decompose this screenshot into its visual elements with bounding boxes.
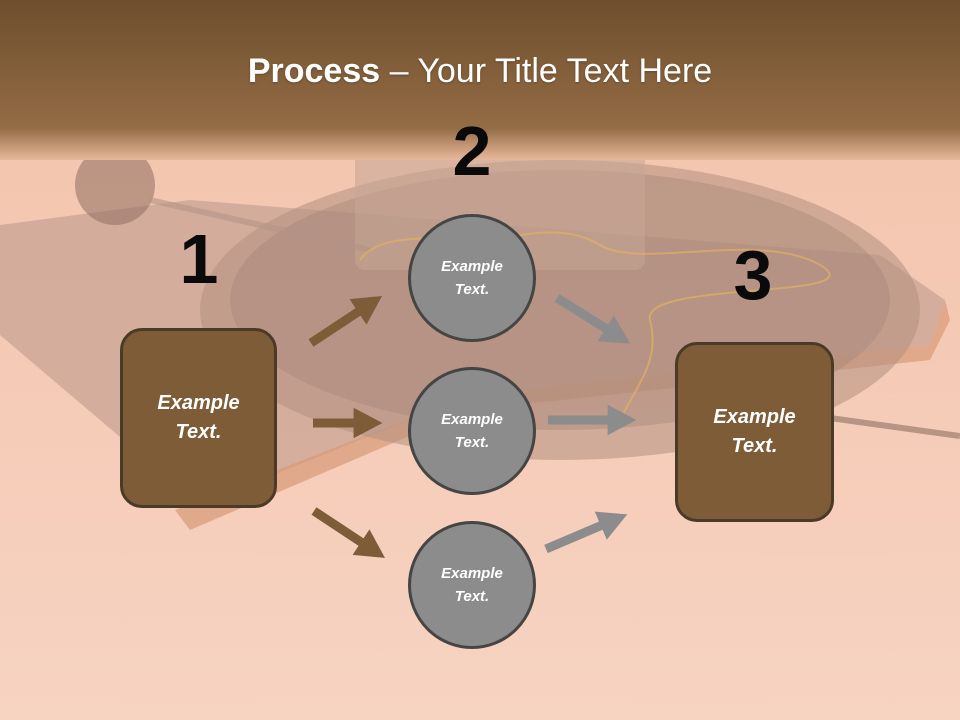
circle-middle-line1: Example <box>441 411 503 428</box>
step-1-text-line1: Example <box>157 392 240 414</box>
step-number-3: 3 <box>733 236 773 314</box>
circle-bottom-line2: Text. <box>454 588 490 605</box>
step-3-box: Example Text. <box>675 342 834 522</box>
circle-top-line1: Example <box>441 258 503 275</box>
step-number-1: 1 <box>179 220 219 298</box>
step-2-circle-bottom: Example Text. <box>408 521 536 649</box>
circle-bottom-line1: Example <box>441 565 503 582</box>
step-1-text-line2: Text. <box>175 421 222 443</box>
step-1-box: Example Text. <box>120 328 277 508</box>
circle-top-line2: Text. <box>454 281 490 298</box>
step-3-text-line1: Example <box>713 406 796 428</box>
title-rest: – Your Title Text Here <box>380 52 713 90</box>
step-2-circle-middle: Example Text. <box>408 367 536 495</box>
step-number-2: 2 <box>452 112 492 190</box>
step-3-text-line2: Text. <box>731 435 778 457</box>
title-bold: Process <box>247 52 381 90</box>
circle-middle-line2: Text. <box>454 434 490 451</box>
slide-title: Process – Your Title Text Here <box>0 52 960 91</box>
step-2-circle-top: Example Text. <box>408 214 536 342</box>
